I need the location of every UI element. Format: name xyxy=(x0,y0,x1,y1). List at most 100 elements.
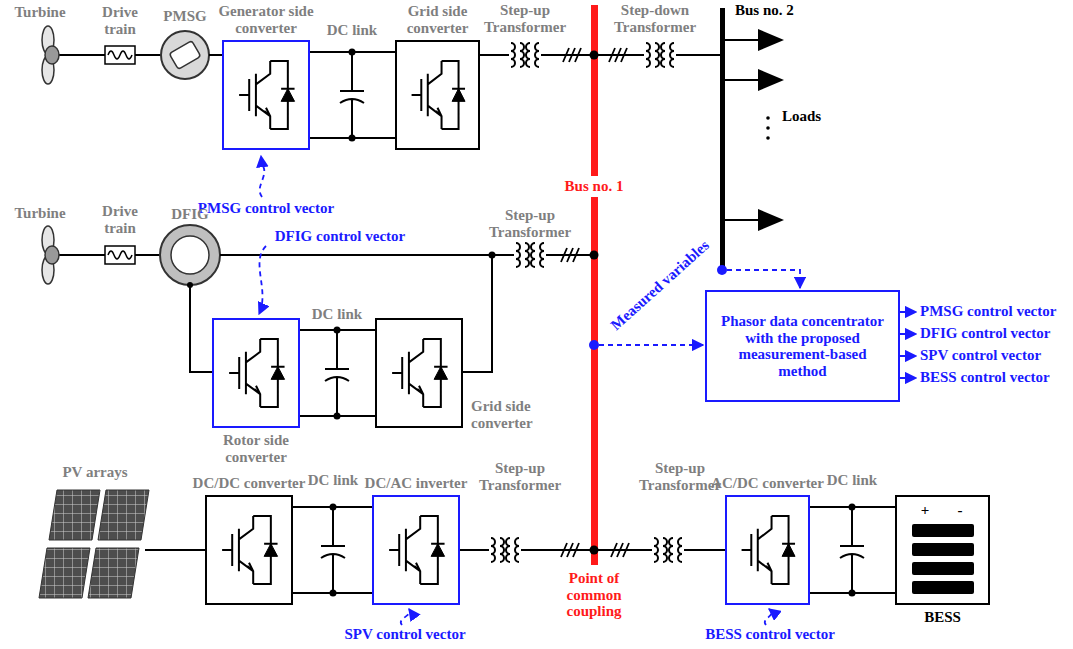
dc-link-wire xyxy=(810,506,895,508)
measurement-arrows xyxy=(599,344,703,346)
battery-cells xyxy=(912,524,974,537)
dfig-turbine xyxy=(42,226,161,284)
pmsg-grid-wire xyxy=(563,48,581,62)
battery-cells xyxy=(912,581,974,594)
bus-one xyxy=(591,5,598,565)
converter-box: Grid side converter xyxy=(375,318,463,428)
converter-box: Generator side converter xyxy=(222,40,310,150)
bus-one xyxy=(590,5,599,565)
measurement-arrows xyxy=(401,609,410,625)
box-heading: Rotor side converter xyxy=(201,432,311,465)
igbt-symbol xyxy=(214,320,298,426)
measurement-arrows xyxy=(900,377,916,379)
measurement-points xyxy=(717,265,727,275)
box-heading: BESS xyxy=(893,609,993,626)
control-label: SPV control vector xyxy=(344,626,465,643)
loads xyxy=(758,29,784,51)
pmsg-grid-wire xyxy=(609,48,627,62)
igbt-symbol xyxy=(727,497,808,603)
component-label: Drive train xyxy=(94,4,146,37)
component-label: DC link xyxy=(312,306,362,323)
pv-grid-wire xyxy=(611,543,629,557)
measurement-arrows xyxy=(259,246,266,314)
pv-dc-link xyxy=(321,504,345,597)
component-label: Step-up Transformer xyxy=(474,460,566,493)
pv-arrays xyxy=(39,548,90,598)
control-label: DFIG control vector xyxy=(275,228,406,245)
pmsg-turbine xyxy=(42,26,161,84)
pmsg-dc-link xyxy=(310,49,395,142)
igbt-symbol xyxy=(377,320,461,426)
pv-arrays xyxy=(49,490,100,540)
measurement-points xyxy=(589,340,599,350)
output-label: BESS control vector xyxy=(920,369,1050,386)
box-heading: AC/DC converter xyxy=(703,475,833,492)
dfig-machine xyxy=(160,225,220,285)
measurement-arrows xyxy=(260,156,265,197)
igbt-symbol xyxy=(374,497,458,603)
battery-box: BESS xyxy=(895,495,990,605)
pv-arrays xyxy=(145,549,205,551)
component-label: Step-up Transformer xyxy=(484,207,576,240)
component-label: Turbine xyxy=(14,4,65,21)
box-heading: Generator side converter xyxy=(206,3,326,36)
battery-cells xyxy=(912,524,974,594)
pmsg-dc-link xyxy=(340,49,364,142)
dfig-dc-link xyxy=(300,327,375,420)
pv-arrays xyxy=(39,490,205,598)
bus-label: Bus no. 2 xyxy=(735,2,794,19)
pv-arrays xyxy=(98,490,149,540)
bus-one xyxy=(590,51,599,60)
measurement-arrows xyxy=(765,609,772,625)
control-label: BESS control vector xyxy=(705,626,835,643)
component-label: Drive train xyxy=(94,203,146,236)
box-text: Phasor data concentrator with the propos… xyxy=(713,313,892,379)
dfig-turbine xyxy=(42,226,161,284)
loads xyxy=(758,209,784,231)
measurement-arrows xyxy=(900,355,916,357)
dfig-wires xyxy=(561,248,579,262)
component-label: Step-up Transformer xyxy=(479,2,571,35)
output-label: DFIG control vector xyxy=(920,325,1051,342)
loads xyxy=(766,116,770,120)
pmsg-grid-wire xyxy=(480,40,722,70)
pv-grid-wire xyxy=(489,535,521,565)
bess-dc-link xyxy=(810,504,895,597)
pmsg-grid-wire xyxy=(644,40,676,70)
converter-box: DC/DC converter xyxy=(205,495,293,605)
dc-link-wire xyxy=(293,506,372,508)
pmsg-machine xyxy=(169,41,201,70)
control-label: PMSG control vector xyxy=(198,200,334,217)
loads xyxy=(758,69,784,91)
dfig-machine xyxy=(171,236,209,274)
pmsg-grid-wire xyxy=(509,40,541,70)
pv-grid-wire xyxy=(561,543,579,557)
measurement-arrows xyxy=(727,270,800,288)
pmsg-turbine xyxy=(42,26,161,84)
component-label: PMSG xyxy=(163,8,206,25)
bus-two xyxy=(720,8,725,272)
dfig-wires xyxy=(514,240,546,270)
dfig-dc-link xyxy=(325,327,349,420)
dfig-wires xyxy=(190,255,594,372)
pv-dc-link xyxy=(293,504,372,597)
igbt-symbol xyxy=(207,497,291,603)
pcc-label: Point of common coupling xyxy=(548,570,640,620)
measurement-arrows xyxy=(900,311,916,313)
bus-one xyxy=(590,251,599,260)
pv-arrays xyxy=(88,548,139,598)
battery-cells xyxy=(912,543,974,556)
converter-box: Grid side converter xyxy=(395,40,480,150)
component-label: Step-up Transformer xyxy=(634,460,726,493)
battery-cells xyxy=(912,562,974,575)
loads xyxy=(766,136,770,140)
pmsg-machine xyxy=(161,31,209,79)
component-label: Step-down Transformer xyxy=(609,2,701,35)
converter-box: Rotor side converter xyxy=(212,318,300,428)
bess-dc-link xyxy=(840,504,864,597)
component-label: DFIG xyxy=(171,206,209,223)
bus-two xyxy=(720,8,725,272)
inverter-box: DC/AC inverter xyxy=(372,495,460,605)
